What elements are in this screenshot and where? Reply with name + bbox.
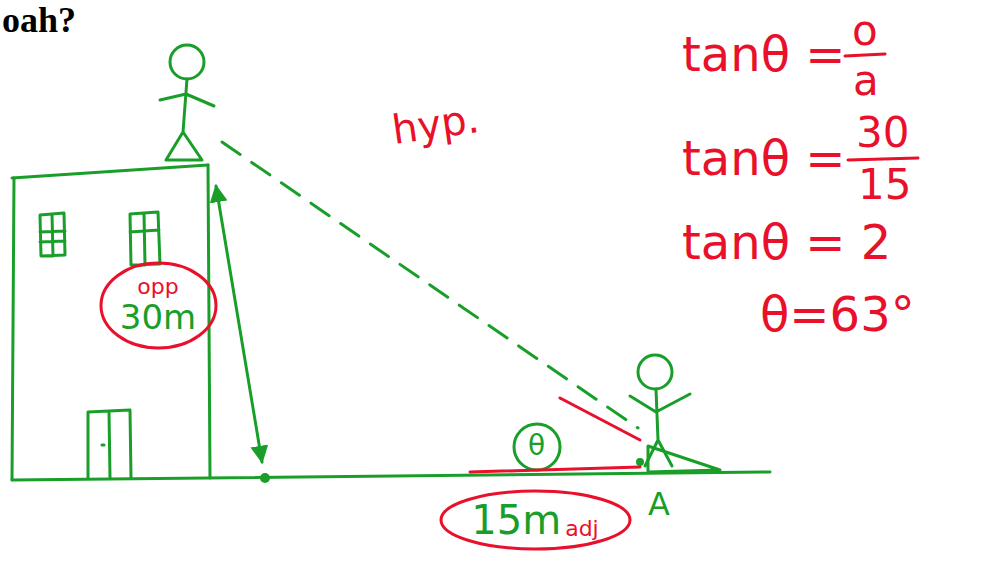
fraction-part: o <box>852 10 878 52</box>
adjacent-highlight <box>470 467 640 472</box>
window <box>40 213 65 256</box>
window <box>130 212 160 265</box>
title: oah? <box>2 2 76 38</box>
foot-dot <box>260 473 270 483</box>
fraction-bar <box>848 158 918 160</box>
circle-outline <box>441 491 630 549</box>
circle-outline <box>101 263 216 348</box>
person-head <box>638 355 672 389</box>
eye-level-mark <box>648 446 720 472</box>
hypotenuse-highlight <box>560 398 640 440</box>
eye-dot <box>636 458 644 466</box>
person-head <box>170 45 204 79</box>
roof-line <box>12 165 208 178</box>
side-name: opp <box>137 276 178 298</box>
sight-line <box>222 142 638 428</box>
side-name: hyp. <box>390 98 482 150</box>
point-label: A <box>648 488 670 520</box>
value-text: 30m <box>120 300 196 334</box>
equation: tanθ = <box>682 30 846 78</box>
circled-value: 15madj <box>438 488 633 552</box>
equation: tanθ = <box>682 134 846 182</box>
equation: tanθ = 2 <box>682 218 891 266</box>
fraction-part: a <box>853 60 879 102</box>
person-body <box>160 79 214 160</box>
angle-symbol: θ <box>528 432 545 460</box>
fraction-part: 15 <box>858 164 911 206</box>
door <box>88 410 131 478</box>
equation: θ=63° <box>760 290 915 338</box>
fraction-bar <box>845 54 885 56</box>
building-wall <box>12 178 14 480</box>
value-text: 15m <box>471 500 561 540</box>
height-arrow <box>216 186 262 462</box>
value-text: adj <box>565 518 599 540</box>
person-body <box>630 389 690 466</box>
fraction-part: 30 <box>856 112 909 154</box>
circled-value: opp30m <box>98 260 219 351</box>
angle-mark <box>514 424 560 470</box>
